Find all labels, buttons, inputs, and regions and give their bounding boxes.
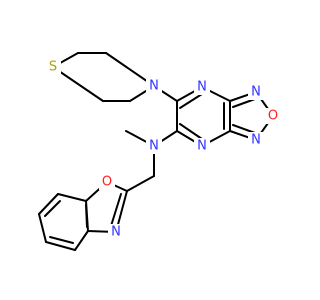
atom-n-pyrazine-bottom: N: [194, 138, 210, 154]
atom-label: N: [197, 80, 207, 95]
atom-n-oxadiazole-bottom: N: [248, 132, 264, 148]
bond: [38, 193, 59, 215]
atom-label: N: [149, 139, 159, 154]
atom-label: N: [149, 79, 159, 94]
atom-n-pyrazine-top: N: [194, 79, 210, 95]
molecule-structure-diagram: S N N N O N N N: [38, 52, 281, 251]
bond: [38, 213, 47, 243]
atom-o-oxadiazole: O: [265, 108, 281, 124]
bond: [232, 98, 256, 108]
atom-o-benzoxazole: O: [99, 174, 115, 190]
bond: [45, 241, 76, 251]
bond: [49, 236, 74, 244]
bond: [126, 175, 155, 192]
bond: [85, 204, 88, 228]
bond: [44, 200, 61, 217]
atom-label: O: [268, 109, 278, 124]
bond: [179, 123, 203, 140]
atom-label: S: [49, 60, 57, 75]
atom-s-thiomorpholine: S: [45, 59, 61, 75]
atom-n-thiomorpholine: N: [146, 78, 162, 94]
atom-label: N: [251, 133, 261, 148]
bond: [110, 193, 122, 227]
atom-label: N: [197, 139, 207, 154]
atom-label-layer: S N N N O N N N: [45, 59, 281, 240]
bond: [179, 93, 203, 109]
bond: [74, 230, 89, 251]
bond: [57, 193, 87, 202]
atom-n-benzoxazole: N: [108, 224, 124, 240]
bond: [52, 66, 104, 102]
atom-label: N: [251, 85, 261, 100]
atom-label: N: [111, 225, 121, 240]
atom-n-methylamine: N: [146, 138, 162, 154]
bond: [232, 124, 256, 134]
atom-label: O: [102, 175, 112, 190]
atom-n-oxadiazole-top: N: [248, 84, 264, 100]
